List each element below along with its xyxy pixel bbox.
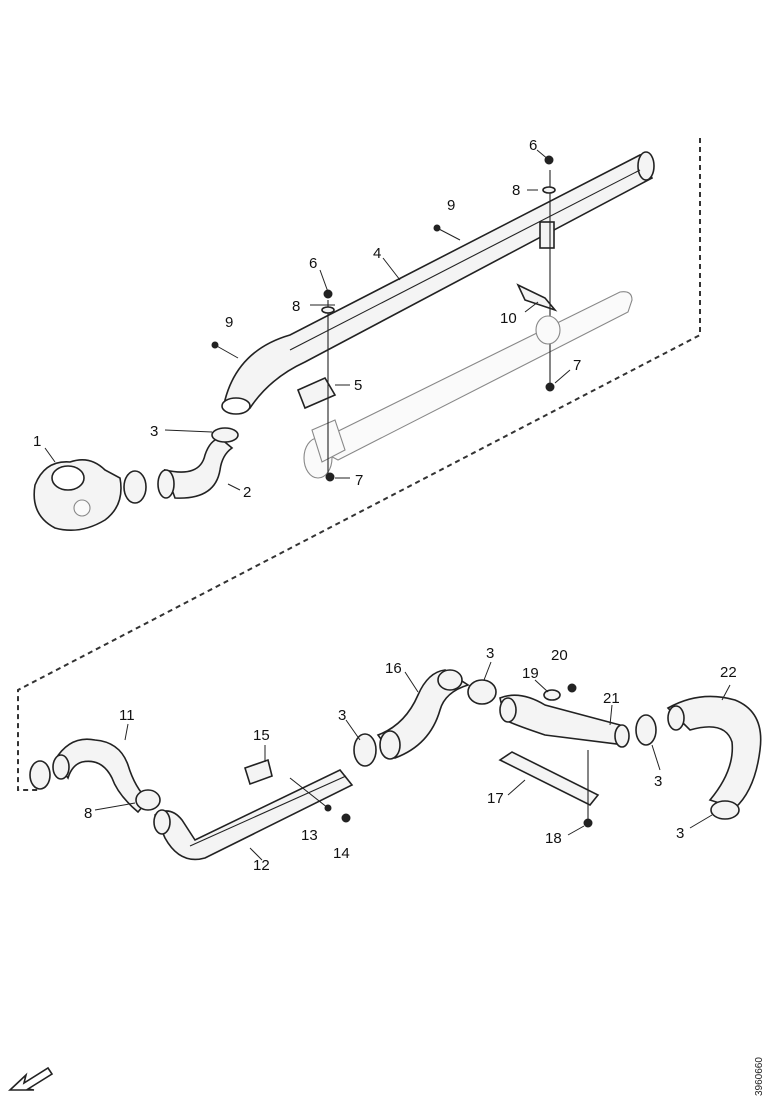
label-part-20: 20	[551, 647, 568, 664]
label-part-8-left: 8	[292, 298, 300, 315]
long-pipe-part-12	[153, 769, 354, 861]
turbocharger-part-1	[33, 459, 122, 531]
hose-part-11	[52, 738, 150, 814]
drawing-id-stamp: 3960660	[752, 1030, 772, 1100]
clamp-part-3-mid	[353, 733, 377, 767]
label-part-11: 11	[119, 707, 135, 724]
nut-part-7-right	[545, 382, 555, 392]
clamp-part-8-mid	[135, 789, 161, 811]
hose-part-22	[666, 695, 762, 820]
label-part-12: 12	[253, 857, 270, 874]
screw-part-9-right	[433, 224, 461, 241]
label-part-6-right: 6	[529, 137, 537, 154]
label-part-9-right: 9	[447, 197, 455, 214]
label-part-8-right: 8	[512, 182, 520, 199]
label-part-17: 17	[487, 790, 504, 807]
bolt-part-6-upper	[542, 155, 556, 194]
clamp-part-3-right	[635, 714, 657, 746]
hose-part-16	[376, 669, 470, 760]
label-part-8-lower: 8	[84, 805, 92, 822]
label-part-1: 1	[33, 433, 41, 450]
bracket-part-10	[516, 170, 561, 385]
label-part-19: 19	[522, 665, 539, 682]
bracket-part-5	[296, 300, 337, 475]
label-part-7-left: 7	[355, 472, 363, 489]
label-part-3-upper: 3	[150, 423, 158, 440]
bolt-part-13	[289, 777, 332, 812]
bracket-part-17	[498, 750, 600, 822]
label-part-3-mid: 3	[338, 707, 346, 724]
label-part-4: 4	[373, 245, 381, 262]
label-part-5: 5	[354, 377, 362, 394]
bolt-part-6-left	[321, 289, 335, 314]
label-part-10: 10	[500, 310, 517, 327]
label-part-22: 22	[720, 664, 737, 681]
clamp-part-3-top	[467, 679, 497, 705]
label-part-3-bottom: 3	[676, 825, 684, 842]
leader-lines-upper	[44, 149, 571, 491]
label-part-18: 18	[545, 830, 562, 847]
bolt-part-19	[543, 689, 561, 701]
elbow-hose-part-2	[157, 437, 234, 499]
label-part-3-right: 3	[654, 773, 662, 790]
nut-part-7-left	[325, 472, 335, 482]
clamp-part-3-lower	[123, 470, 147, 504]
drawing-id-text: 3960660	[754, 1057, 765, 1096]
label-part-14: 14	[333, 845, 350, 862]
direction-arrow-icon	[7, 1066, 54, 1091]
nut-part-14	[341, 813, 351, 823]
leader-lines-lower	[94, 661, 731, 861]
screw-part-9-left	[211, 341, 239, 359]
clamp-part-3-upper	[211, 427, 239, 443]
label-part-21: 21	[603, 690, 620, 707]
main-pipe-part-4	[221, 151, 655, 415]
clamp-part-8-left	[29, 760, 51, 790]
label-part-7-right: 7	[573, 357, 581, 374]
label-part-9-left: 9	[225, 314, 233, 331]
label-part-13: 13	[301, 827, 318, 844]
bolt-part-18	[583, 818, 593, 828]
section-connector-line	[17, 138, 701, 791]
label-part-6-left: 6	[309, 255, 317, 272]
label-part-3-top: 3	[486, 645, 494, 662]
nut-part-20	[567, 683, 577, 693]
label-part-15: 15	[253, 727, 270, 744]
pipe-part-21	[499, 694, 630, 748]
label-part-16: 16	[385, 660, 402, 677]
bracket-part-15	[244, 758, 273, 786]
label-part-2: 2	[243, 484, 251, 501]
